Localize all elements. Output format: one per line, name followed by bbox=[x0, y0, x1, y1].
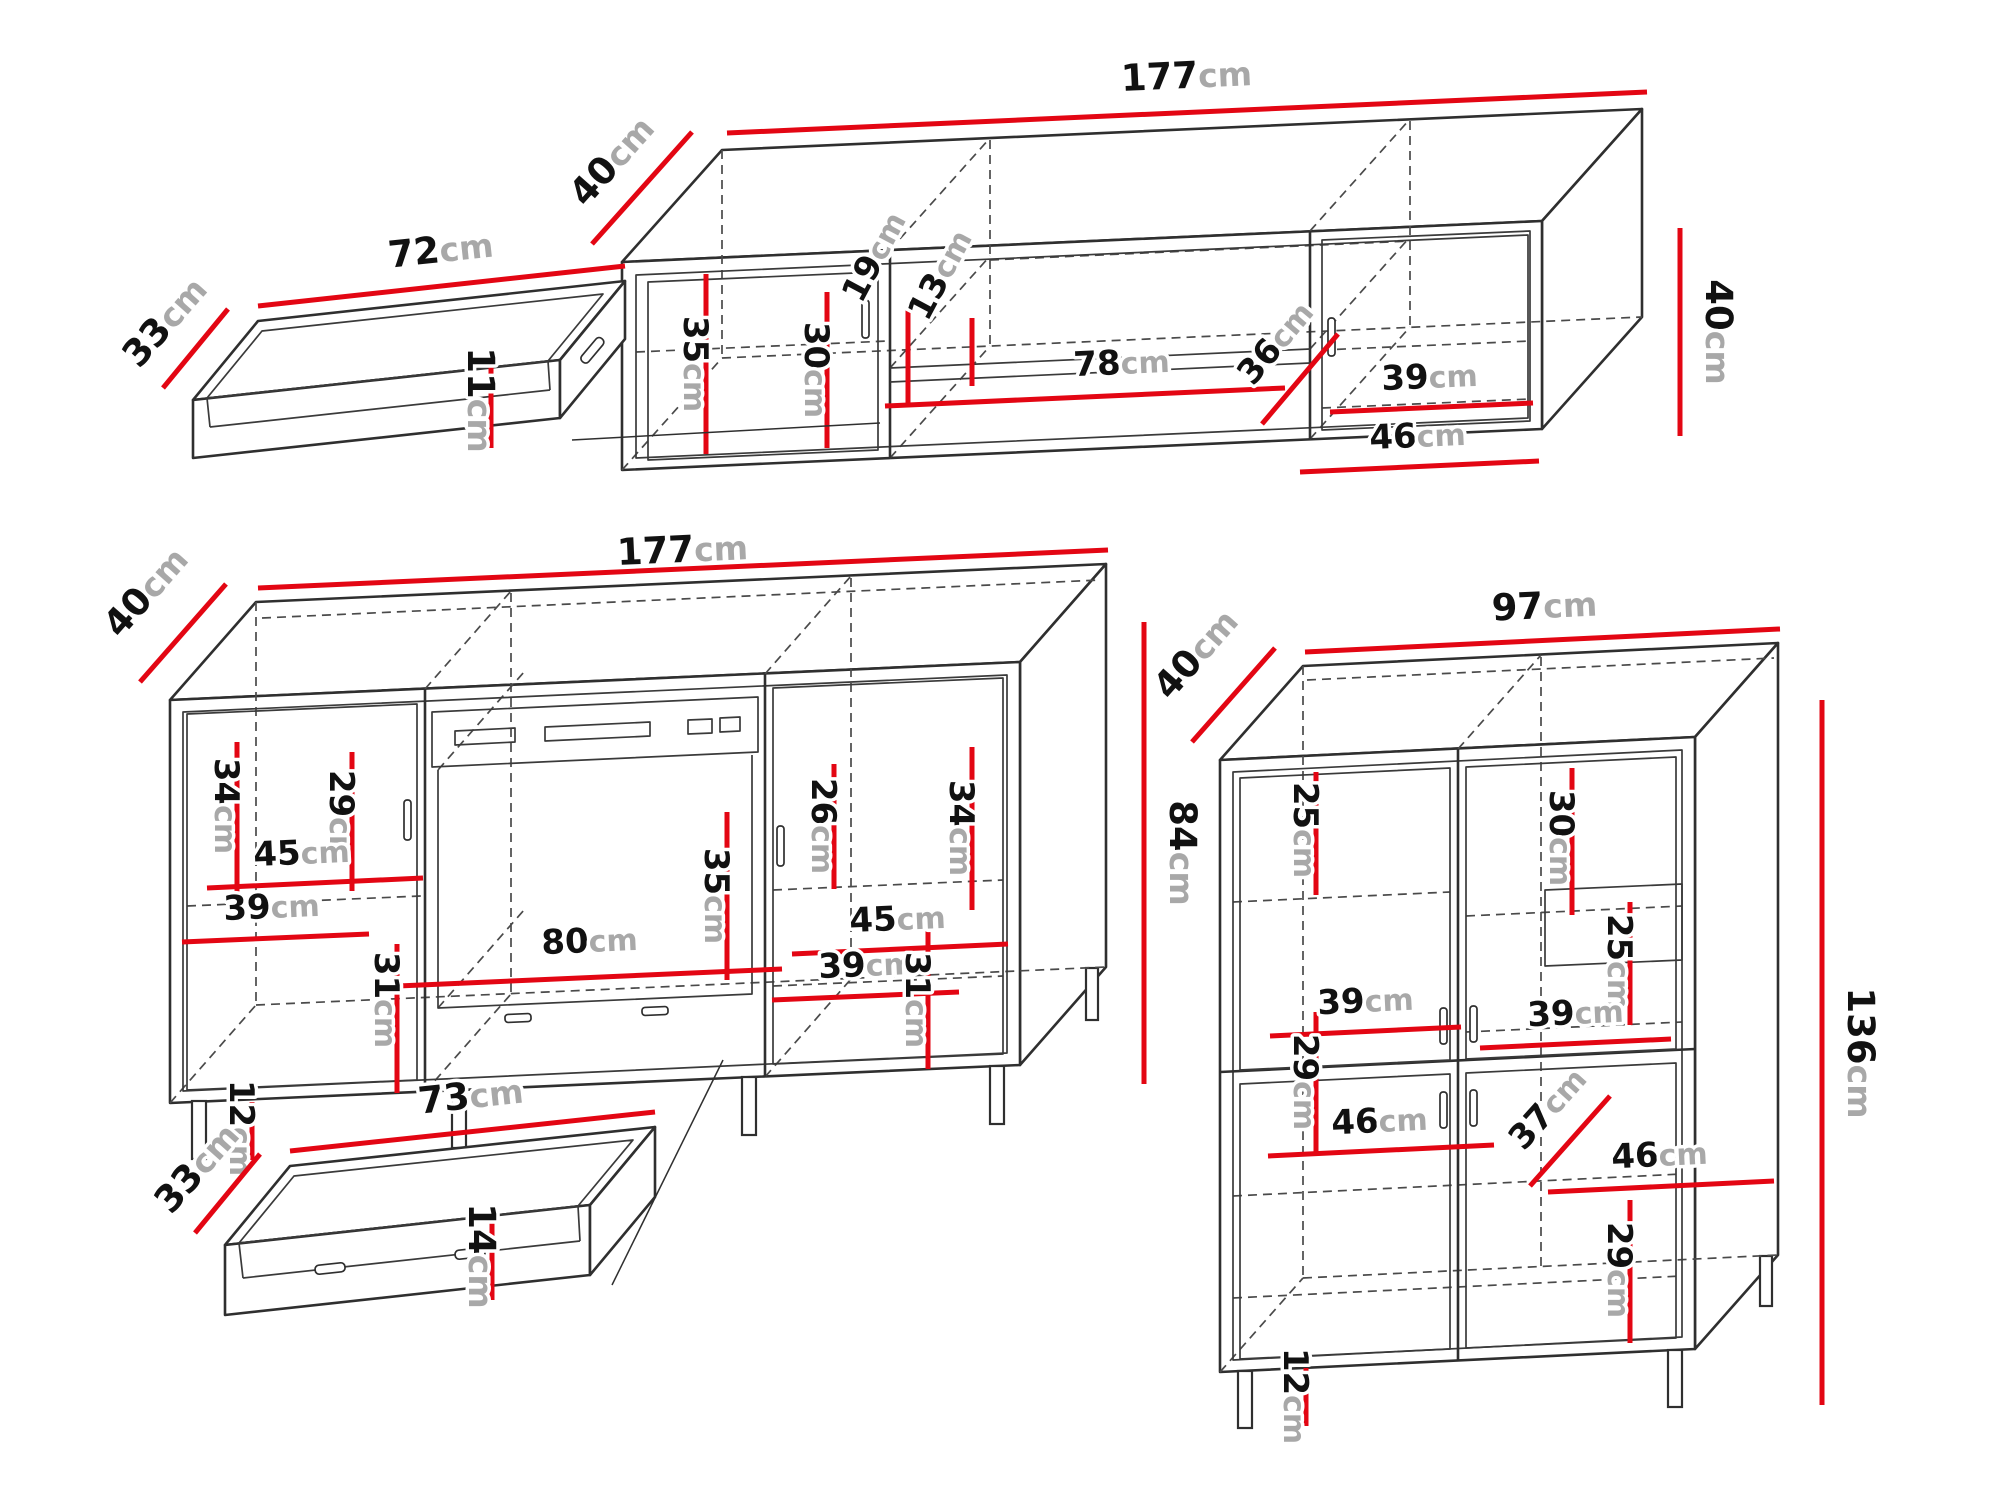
dim-cabinet-middle-left-height: 29cm bbox=[1285, 1034, 1325, 1130]
top-drawer-drawing: 33cm 72cm 11cm bbox=[110, 222, 881, 460]
dim-sideboard-left-upper-height: 34cm bbox=[206, 758, 246, 854]
dim-cabinet-upper-left-height: 25cm bbox=[1285, 782, 1325, 878]
dim-tv-right-shelf-width: 39cm bbox=[1380, 355, 1478, 399]
dim-sideboard-left-inner-height: 29cm bbox=[321, 770, 361, 866]
dim-top-drawer-depth: 33cm bbox=[114, 268, 216, 375]
dim-sideboard-left-lower-width: 39cm bbox=[222, 885, 320, 929]
bottom-drawer-depth-line bbox=[193, 1152, 262, 1235]
dim-tv-height: 40cm bbox=[1697, 279, 1740, 384]
dim-top-drawer-width: 72cm bbox=[386, 223, 495, 277]
cabinet-door-handle-icon bbox=[1469, 1089, 1478, 1127]
dim-tv-left-shelf-height: 30cm bbox=[796, 322, 836, 418]
tv-stand-niche-shelf bbox=[889, 348, 1311, 383]
dim-sideboard-left-lower-height: 31cm bbox=[366, 952, 406, 1048]
sideboard-drawer-handle-icon bbox=[504, 1012, 532, 1024]
dim-cabinet-depth: 40cm bbox=[1145, 600, 1247, 707]
dim-cabinet-leg-height: 12cm bbox=[1275, 1348, 1315, 1444]
dim-bottom-drawer-width: 73cm bbox=[416, 1069, 525, 1123]
tv-stand-right-door bbox=[1321, 230, 1531, 431]
cabinet-door-handle-icon bbox=[1469, 1005, 1478, 1043]
cabinet-upper-right-door bbox=[1465, 756, 1677, 1060]
top-drawer-depth-line bbox=[161, 307, 230, 390]
dim-tv-right-inner-width: 46cm bbox=[1368, 414, 1466, 458]
dim-sideboard-depth: 40cm bbox=[95, 538, 197, 645]
sideboard-leg bbox=[740, 1075, 758, 1137]
sideboard-leg bbox=[988, 1064, 1006, 1126]
media-insert-slot bbox=[454, 727, 516, 746]
cabinet-right-face bbox=[1693, 641, 1780, 1351]
dim-sideboard-width: 177cm bbox=[616, 525, 749, 574]
top-drawer-leader-line bbox=[571, 422, 881, 441]
sideboard-drawer-handle-icon bbox=[641, 1005, 669, 1017]
bottom-drawer-leader-line bbox=[611, 1059, 724, 1286]
media-insert-slot bbox=[687, 718, 713, 735]
dim-sideboard-height: 84cm bbox=[1161, 800, 1204, 905]
tv-stand-left-door bbox=[647, 271, 879, 461]
dim-cabinet-left-door-width: 39cm bbox=[1316, 979, 1414, 1024]
dim-sideboard-right-upper-height: 26cm bbox=[803, 778, 843, 874]
dim-tv-niche-width: 78cm bbox=[1072, 341, 1170, 385]
cabinet-leg bbox=[1666, 1348, 1684, 1409]
cabinet-lower-left-door bbox=[1239, 1073, 1451, 1360]
sideboard-back-leg bbox=[1084, 966, 1100, 1022]
dim-sideboard-niche-width: 80cm bbox=[540, 919, 638, 963]
dim-cabinet-upper-right-height: 30cm bbox=[1541, 790, 1581, 886]
top-drawer-handle-icon bbox=[580, 336, 605, 364]
dim-sideboard-left-upper-width: 45cm bbox=[252, 831, 350, 875]
sideboard-left-door-handle-icon bbox=[403, 799, 412, 841]
dim-tv-width: 177cm bbox=[1120, 51, 1253, 100]
sideboard-front-face bbox=[168, 660, 1022, 1105]
media-insert-slot bbox=[544, 721, 651, 742]
dim-sideboard-right-upper-width: 45cm bbox=[848, 897, 946, 941]
dim-tv-depth: 40cm bbox=[561, 107, 663, 214]
cabinet-door-handle-icon bbox=[1439, 1091, 1448, 1129]
tv-stand-front-face bbox=[620, 219, 1544, 472]
dim-tv-left-inner-height: 35cm bbox=[675, 316, 715, 412]
dim-cabinet-lower-right-width: 46cm bbox=[1610, 1133, 1708, 1178]
dim-sideboard-right-lower-width: 39cm bbox=[817, 943, 915, 987]
bottom-drawer-handle-icon bbox=[454, 1246, 486, 1261]
tv-stand-left-door-handle-icon bbox=[861, 299, 870, 339]
dim-top-drawer-height: 11cm bbox=[459, 347, 502, 452]
dim-cabinet-middle-right-height: 25cm bbox=[1599, 914, 1639, 1010]
display-cabinet-drawing: 40cm 97cm 136cm 25cm 30cm 25cm 39cm 39cm… bbox=[1141, 581, 1885, 1448]
sideboard-right-door bbox=[772, 677, 1004, 1065]
dim-sideboard-niche-height: 35cm bbox=[696, 848, 736, 944]
tv-width-dimension-line bbox=[726, 89, 1648, 136]
dim-cabinet-lower-left-width: 46cm bbox=[1330, 1099, 1428, 1144]
top-drawer-width-line bbox=[257, 263, 626, 309]
dim-bottom-drawer-height: 14cm bbox=[460, 1203, 503, 1308]
bottom-drawer-right-face bbox=[588, 1125, 657, 1277]
dim-cabinet-lower-right-height: 29cm bbox=[1599, 1222, 1639, 1318]
media-insert-slot bbox=[719, 716, 741, 733]
cabinet-back-leg bbox=[1758, 1254, 1774, 1308]
sideboard-right-door-handle-icon bbox=[776, 825, 785, 867]
dim-sideboard-right-lower-height: 31cm bbox=[897, 952, 937, 1048]
dim-cabinet-height: 136cm bbox=[1839, 987, 1882, 1118]
cabinet-lower-right-door bbox=[1465, 1062, 1677, 1349]
sideboard-leg bbox=[190, 1099, 208, 1161]
tv-depth-dimension-line bbox=[590, 130, 694, 246]
cabinet-upper-left-door bbox=[1239, 767, 1451, 1071]
sideboard-media-insert bbox=[431, 696, 759, 768]
cabinet-leg bbox=[1236, 1369, 1254, 1430]
tv-stand-drawing: 40cm 177cm 40cm 35cm 30cm 19cm 13cm 78cm… bbox=[557, 50, 1744, 475]
sideboard-left-door bbox=[186, 703, 418, 1091]
bottom-drawer-handle-icon bbox=[314, 1261, 346, 1276]
dim-sideboard-leg-height: 12cm bbox=[221, 1080, 261, 1176]
cabinet-open-niche bbox=[1544, 883, 1683, 967]
sideboard-drawing: 40cm 177cm 84cm 34cm 29cm 45cm 39cm 31cm… bbox=[91, 524, 1207, 1180]
dim-cabinet-right-door-width: 39cm bbox=[1526, 991, 1624, 1036]
bottom-drawer-width-line bbox=[289, 1109, 656, 1154]
dim-sideboard-right-inner-height: 34cm bbox=[941, 780, 981, 876]
dim-cabinet-width: 97cm bbox=[1491, 581, 1598, 629]
